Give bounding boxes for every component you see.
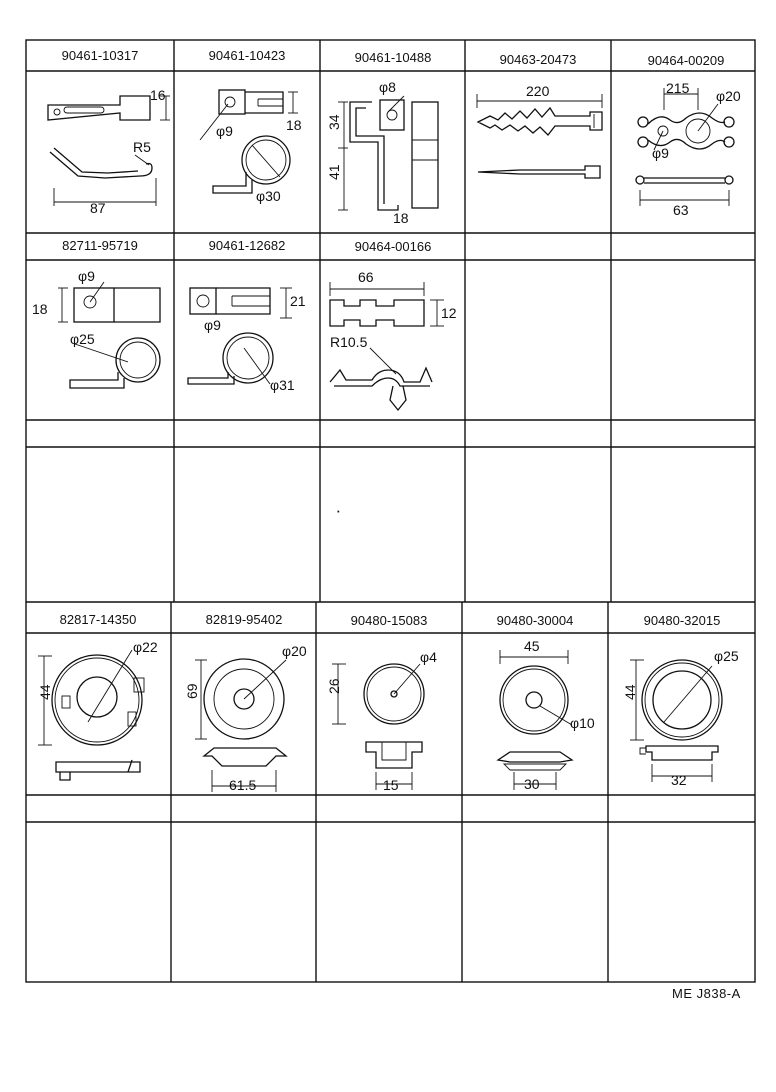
dimension-label: 44 [37, 684, 53, 700]
grommet-drawing: φ20 69 61.5 [184, 643, 307, 793]
dimension-label: φ8 [379, 79, 396, 95]
cable-tie-drawing: 220 [476, 83, 603, 179]
dimension-label: 16 [150, 87, 166, 103]
dimension-label: 30 [524, 776, 540, 792]
dimension-label: φ9 [204, 317, 221, 333]
plug-drawing: φ25 44 32 [622, 648, 739, 788]
dimension-label: φ25 [70, 331, 95, 347]
dimension-label: φ9 [652, 145, 669, 161]
part-number: 90463-20473 [500, 52, 577, 67]
dimension-label: 61.5 [229, 777, 256, 793]
dimension-label: R5 [133, 139, 151, 155]
dimension-label: 63 [673, 202, 689, 218]
dimension-label: 44 [622, 684, 638, 700]
dimension-label: 18 [286, 117, 302, 133]
clamp-drawing: 21 φ9 φ31 [187, 287, 306, 393]
clip-drawing: 18 φ9 φ30 [199, 89, 302, 204]
dimension-label: 66 [358, 269, 374, 285]
part-number: 90461-10423 [209, 48, 286, 63]
dimension-label: φ22 [133, 639, 158, 655]
dimension-label: φ20 [716, 88, 741, 104]
dimension-label: 69 [184, 683, 200, 699]
dimension-label: 220 [526, 83, 550, 99]
part-number: 90461-10317 [62, 48, 139, 63]
dimension-label: 18 [32, 301, 48, 317]
part-number: 82819-95402 [206, 612, 283, 627]
part-number: 82817-14350 [60, 612, 137, 627]
dimension-label: 26 [326, 678, 342, 694]
stray-mark: · [337, 507, 340, 516]
dimension-label: 45 [524, 638, 540, 654]
dimension-label: 41 [326, 164, 342, 180]
part-number: 90480-30004 [497, 613, 574, 628]
table-grid [25, 39, 756, 983]
clip-drawing: 215 φ20 φ9 63 [635, 80, 741, 218]
clip-drawing: 16 R5 87 [47, 87, 170, 216]
dimension-label: 32 [671, 772, 687, 788]
part-number: 82711-95719 [62, 238, 138, 253]
plug-drawing: 45 φ10 30 [496, 638, 595, 792]
clip-drawing: φ8 34 41 18 [326, 79, 439, 226]
dimension-label: 18 [393, 210, 409, 226]
part-number-labels: 90461-10317 90461-10423 90461-10488 9046… [60, 48, 725, 628]
dimension-label: φ9 [216, 123, 233, 139]
part-number: 90461-12682 [209, 238, 286, 253]
part-number: 90461-10488 [355, 50, 432, 65]
part-number: 90480-32015 [644, 613, 721, 628]
plug-drawing: φ4 26 15 [326, 649, 437, 793]
dimension-label: R10.5 [330, 334, 368, 350]
part-number: 90464-00166 [355, 239, 432, 254]
dimension-label: φ25 [714, 648, 739, 664]
part-number: 90464-00209 [648, 53, 725, 68]
dimension-label: φ10 [570, 715, 595, 731]
clip-drawing: 66 12 R10.5 [329, 269, 457, 412]
dimension-label: 34 [326, 114, 342, 130]
clamp-drawing: φ9 18 φ25 [32, 268, 161, 389]
grommet-drawing: φ22 44 [37, 639, 158, 781]
document-reference: ME J838-A [672, 986, 741, 1001]
dimension-label: 15 [383, 777, 399, 793]
dimension-label: 12 [441, 305, 457, 321]
dimension-label: φ20 [282, 643, 307, 659]
dimension-label: φ9 [78, 268, 95, 284]
part-number: 90480-15083 [351, 613, 428, 628]
dimension-label: φ4 [420, 649, 437, 665]
dimension-label: φ30 [256, 188, 281, 204]
dimension-label: 215 [666, 80, 690, 96]
dimension-label: φ31 [270, 377, 295, 393]
dimension-label: 21 [290, 293, 306, 309]
dimension-label: 87 [90, 200, 106, 216]
